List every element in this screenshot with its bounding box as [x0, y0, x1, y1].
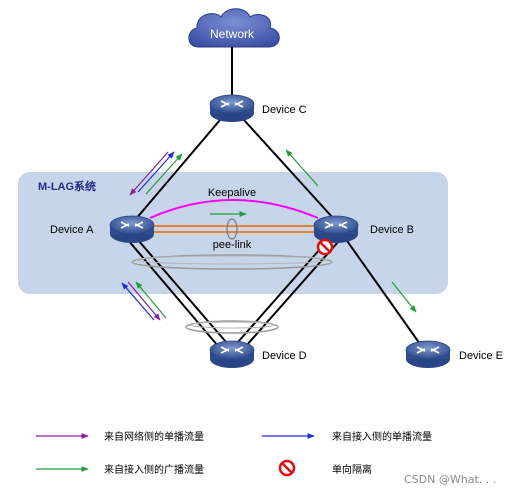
arrow-icon-network-unicast-down — [129, 151, 169, 196]
device-b-to-e-link — [344, 237, 421, 345]
arrow-icon-access-unicast-a-d — [121, 282, 155, 321]
device-a-label: Device A — [50, 224, 94, 236]
keepalive-link — [149, 199, 319, 219]
device-e-label: Device E — [459, 350, 503, 362]
device-c-to-a-link — [134, 119, 221, 221]
aggregation-ellipse-d — [185, 320, 279, 334]
router-icon-device-a — [109, 215, 155, 243]
legend-access-unicast: 来自接入侧的单播流量 — [332, 430, 432, 443]
aggregation-ellipse-ab — [131, 254, 333, 270]
arrow-icon-network-unicast-a-d — [127, 281, 161, 321]
router-icon-device-d — [209, 340, 255, 368]
keepalive-label: Keepalive — [208, 187, 256, 199]
arrow-icon-broadcast-b-c — [285, 149, 319, 187]
network-cloud-label: Network — [210, 27, 255, 41]
device-c-label: Device C — [262, 104, 307, 116]
aggregation-ellipse-ab-inner — [136, 255, 328, 265]
arrow-icon-access-unicast-up — [137, 151, 175, 193]
arrow-icon-broadcast-b-e — [391, 281, 417, 313]
device-a-to-d-link-1 — [127, 239, 219, 347]
peer-link-label: pee-link — [213, 239, 252, 251]
legend-access-broadcast: 来自接入侧的广播流量 — [104, 463, 204, 476]
arrow-icon-access-broadcast-up — [145, 153, 183, 195]
device-c-to-b-link — [243, 119, 334, 219]
csdn-watermark: CSDN @What. . . — [404, 473, 496, 486]
legend-network-unicast: 来自网络侧的单播流量 — [104, 430, 204, 443]
router-icon-device-e — [405, 340, 451, 368]
mlag-group-title: M-LAG系统 — [38, 179, 96, 193]
router-icon-device-c — [209, 94, 255, 122]
device-b-to-d-link-1 — [237, 239, 329, 343]
aggregation-ellipse-d-inner — [189, 321, 275, 329]
peer-link-ellipse — [226, 218, 238, 240]
device-b-label: Device B — [370, 224, 414, 236]
arrow-icon-access-broadcast-a-d — [135, 281, 167, 319]
router-icon-device-b — [313, 215, 359, 243]
device-d-label: Device D — [262, 350, 307, 362]
no-entry-icon-device-b — [316, 238, 334, 256]
no-entry-icon-legend — [278, 459, 296, 477]
cloud-icon — [188, 8, 280, 48]
legend-one-way-isolation: 单向隔离 — [332, 463, 372, 476]
